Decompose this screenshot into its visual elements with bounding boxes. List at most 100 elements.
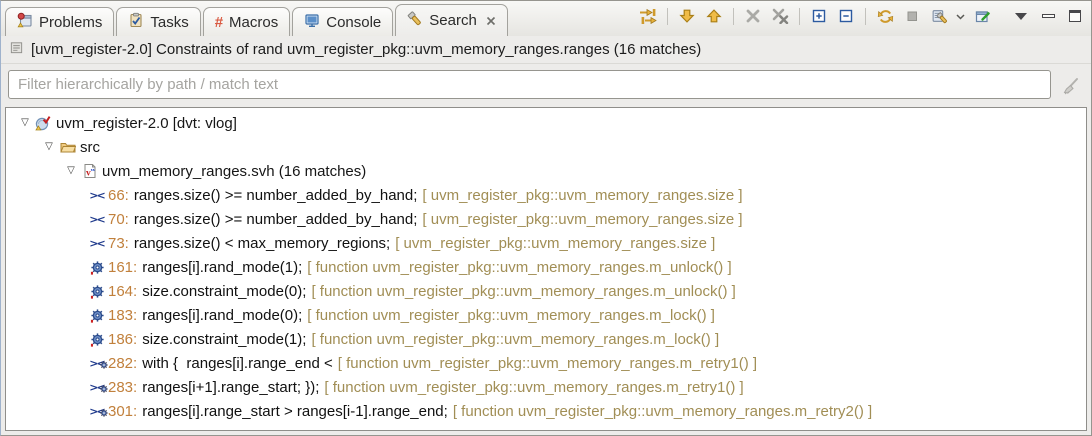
search-result-icon: [9, 40, 24, 59]
match-context: [ function uvm_register_pkg::uvm_memory_…: [337, 354, 758, 372]
tasks-icon: [128, 12, 144, 32]
folder-label: src: [80, 138, 100, 156]
toolbar-separator: [1001, 8, 1002, 25]
search-result-description: [uvm_register-2.0] Constraints of rand u…: [31, 41, 702, 58]
tab-console[interactable]: Console: [292, 7, 394, 36]
tree-node-project[interactable]: ▽ uvm_register-2.0 [dvt: vlog]: [6, 111, 1086, 135]
filter-input[interactable]: [8, 70, 1051, 99]
close-icon[interactable]: [486, 16, 496, 26]
remove-all-matches-icon[interactable]: [770, 6, 790, 26]
previous-searches-icon[interactable]: [929, 6, 949, 26]
expander-icon[interactable]: ▽: [45, 141, 53, 152]
svg-text:v: v: [86, 169, 91, 179]
view-tab-bar: Problems Tasks # Macros Console: [1, 1, 1091, 36]
previous-match-icon[interactable]: [704, 6, 724, 26]
verilog-file-icon: v: [80, 163, 99, 179]
with-constraint-icon: ><: [87, 357, 108, 370]
search-match-row[interactable]: >< 282: with { ranges[i].range_end < [ f…: [6, 351, 1086, 375]
match-line-number: 183:: [108, 306, 138, 324]
function-gear-icon: [87, 260, 108, 275]
match-context: [ function uvm_register_pkg::uvm_memory_…: [311, 282, 736, 300]
toolbar-separator: [799, 7, 800, 25]
match-context: [ function uvm_register_pkg::uvm_memory_…: [307, 258, 732, 276]
match-context: [ function uvm_register_pkg::uvm_memory_…: [452, 402, 873, 420]
project-icon: [34, 115, 53, 131]
expand-all-icon[interactable]: [809, 6, 829, 26]
tab-label: Search: [429, 12, 477, 29]
search-match-row[interactable]: 186: size.constraint_mode(1); [ function…: [6, 327, 1086, 351]
problems-icon: [17, 12, 33, 32]
with-constraint-icon: ><: [87, 405, 108, 418]
minimize-icon[interactable]: [1038, 6, 1058, 26]
function-gear-icon: [87, 308, 108, 323]
search-results-tree: ▽ uvm_register-2.0 [dvt: vlog] ▽ src ▽: [5, 107, 1087, 431]
match-context: [ function uvm_register_pkg::uvm_memory_…: [307, 306, 715, 324]
match-line-number: 70:: [108, 210, 129, 228]
tree-node-folder[interactable]: ▽ src: [6, 135, 1086, 159]
remove-selected-matches-icon[interactable]: [743, 6, 763, 26]
match-context: [ function uvm_register_pkg::uvm_memory_…: [311, 330, 720, 348]
macros-hash-icon: #: [214, 13, 224, 31]
search-match-row[interactable]: >< 70: ranges.size() >= number_added_by_…: [6, 207, 1086, 231]
match-context: [ uvm_register_pkg::uvm_memory_ranges.si…: [422, 210, 743, 228]
pin-search-view-icon[interactable]: [972, 6, 992, 26]
expander-icon[interactable]: ▽: [21, 117, 29, 128]
filter-bar: [1, 63, 1091, 105]
project-label: uvm_register-2.0 [dvt: vlog]: [56, 114, 237, 132]
toolbar-separator: [667, 7, 668, 25]
tab-macros[interactable]: # Macros: [202, 7, 291, 36]
tab-label: Macros: [229, 13, 279, 31]
toolbar-separator: [865, 7, 866, 25]
cancel-search-icon[interactable]: [902, 6, 922, 26]
view-menu-icon[interactable]: [1011, 6, 1031, 26]
search-match-row[interactable]: 183: ranges[i].rand_mode(0); [ function …: [6, 303, 1086, 327]
run-search-again-icon[interactable]: [875, 6, 895, 26]
search-match-row[interactable]: 164: size.constraint_mode(0); [ function…: [6, 279, 1086, 303]
match-context: [ uvm_register_pkg::uvm_memory_ranges.si…: [422, 186, 743, 204]
next-match-icon[interactable]: [677, 6, 697, 26]
expander-icon[interactable]: ▽: [67, 165, 75, 176]
constraint-icon: ><: [89, 188, 105, 202]
tab-label: Tasks: [150, 13, 189, 31]
match-line-number: 186:: [108, 330, 138, 348]
match-text: size.constraint_mode(1);: [142, 330, 307, 348]
tree-node-file[interactable]: ▽ v uvm_memory_ranges.svh (16 matches): [6, 159, 1086, 183]
match-text: ranges.size() < max_memory_regions;: [133, 234, 391, 252]
collapse-all-icon[interactable]: [836, 6, 856, 26]
search-result-header: [uvm_register-2.0] Constraints of rand u…: [1, 36, 1091, 63]
toolbar-separator: [733, 7, 734, 25]
tab-problems[interactable]: Problems: [5, 7, 115, 36]
match-context: [ uvm_register_pkg::uvm_memory_ranges.si…: [395, 234, 716, 252]
clear-filter-icon[interactable]: [1060, 76, 1080, 101]
match-line-number: 282:: [108, 354, 138, 372]
match-line-number: 73:: [108, 234, 129, 252]
match-line-number: 301:: [108, 402, 138, 420]
folder-icon: [58, 139, 77, 155]
search-match-row[interactable]: >< 301: ranges[i].range_start > ranges[i…: [6, 399, 1086, 423]
function-gear-icon: [87, 284, 108, 299]
maximize-icon[interactable]: [1065, 6, 1085, 26]
search-match-row[interactable]: >< 73: ranges.size() < max_memory_region…: [6, 231, 1086, 255]
jump-to-next-previous-match-icon[interactable]: [638, 6, 658, 26]
search-match-row[interactable]: >< 66: ranges.size() >= number_added_by_…: [6, 183, 1086, 207]
search-match-row[interactable]: 161: ranges[i].rand_mode(1); [ function …: [6, 255, 1086, 279]
previous-searches-dropdown-icon[interactable]: [956, 7, 965, 25]
match-line-number: 164:: [108, 282, 138, 300]
match-text: ranges[i].rand_mode(1);: [142, 258, 303, 276]
search-view-toolbar: [638, 6, 1085, 26]
match-context: [ function uvm_register_pkg::uvm_memory_…: [324, 378, 744, 396]
match-line-number: 161:: [108, 258, 138, 276]
constraint-icon: ><: [89, 236, 105, 250]
match-text: ranges.size() >= number_added_by_hand;: [133, 186, 418, 204]
match-text: ranges[i].range_start > ranges[i-1].rang…: [142, 402, 448, 420]
match-text: size.constraint_mode(0);: [142, 282, 307, 300]
match-text: ranges[i].rand_mode(0);: [142, 306, 303, 324]
constraint-icon: ><: [89, 212, 105, 226]
match-rows: >< 66: ranges.size() >= number_added_by_…: [6, 183, 1086, 423]
tab-search[interactable]: Search: [395, 4, 508, 36]
search-flashlight-icon: [407, 10, 423, 31]
search-match-row[interactable]: >< 283: ranges[i+1].range_start; }); [ f…: [6, 375, 1086, 399]
tab-tasks[interactable]: Tasks: [116, 7, 201, 36]
match-text: with { ranges[i].range_end <: [142, 354, 333, 372]
